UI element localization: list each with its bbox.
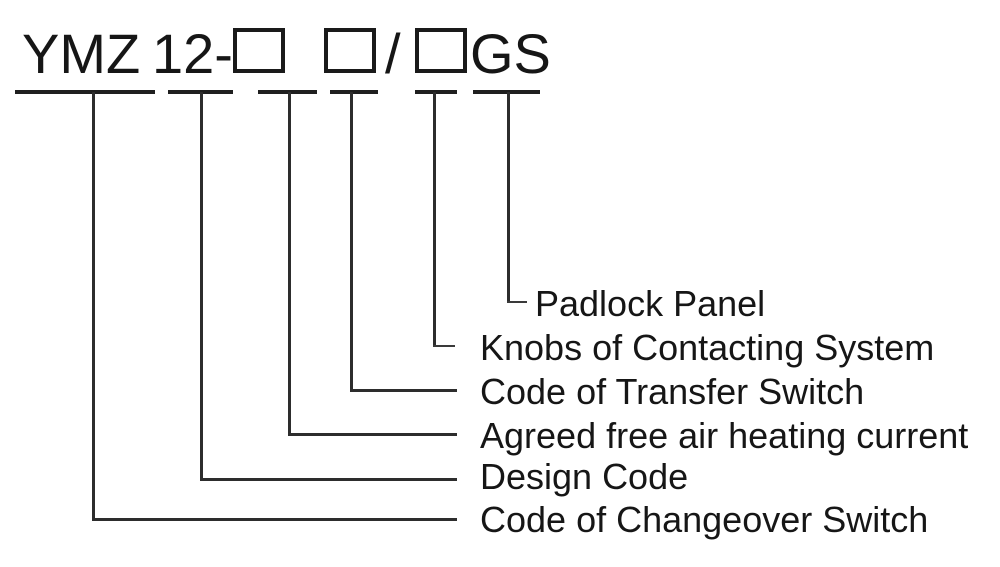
connector-horizontal-knobs bbox=[433, 345, 455, 347]
connector-horizontal-design bbox=[200, 478, 457, 481]
code-part-gs: GS bbox=[470, 22, 551, 85]
code-box-transfer-switch-placeholder bbox=[324, 28, 376, 73]
connector-horizontal-heating bbox=[288, 433, 457, 436]
connector-horizontal-padlock bbox=[507, 301, 527, 303]
connector-horizontal-transfer bbox=[350, 389, 457, 392]
legend-label-heating-current: Agreed free air heating current bbox=[480, 415, 969, 456]
legend-label-padlock-panel: Padlock Panel bbox=[535, 283, 766, 324]
code-box-knobs-placeholder bbox=[415, 28, 467, 73]
legend-label-changeover-switch: Code of Changeover Switch bbox=[480, 499, 929, 540]
code-part-12: 12- bbox=[152, 22, 233, 85]
connector-horizontal-changeover bbox=[92, 518, 457, 521]
connector-vertical-transfer bbox=[350, 92, 353, 392]
underline-box-knobs bbox=[415, 90, 457, 94]
underline-ymz bbox=[15, 90, 155, 94]
code-box-heating-current-placeholder bbox=[233, 28, 285, 73]
underline-box-transfer bbox=[330, 90, 378, 94]
legend-label-transfer-switch: Code of Transfer Switch bbox=[480, 371, 865, 412]
connector-vertical-design bbox=[200, 92, 203, 481]
underline-gs bbox=[473, 90, 540, 94]
legend-label-design-code: Design Code bbox=[480, 456, 689, 497]
code-slash: / bbox=[385, 22, 401, 85]
connector-vertical-heating bbox=[288, 92, 291, 436]
connector-vertical-knobs bbox=[433, 92, 436, 347]
underline-box-heating bbox=[258, 90, 317, 94]
code-part-ymz: YMZ bbox=[22, 22, 141, 85]
legend-label-knobs: Knobs of Contacting System bbox=[480, 327, 935, 368]
connector-vertical-changeover bbox=[92, 92, 95, 521]
connector-vertical-padlock bbox=[507, 92, 510, 303]
